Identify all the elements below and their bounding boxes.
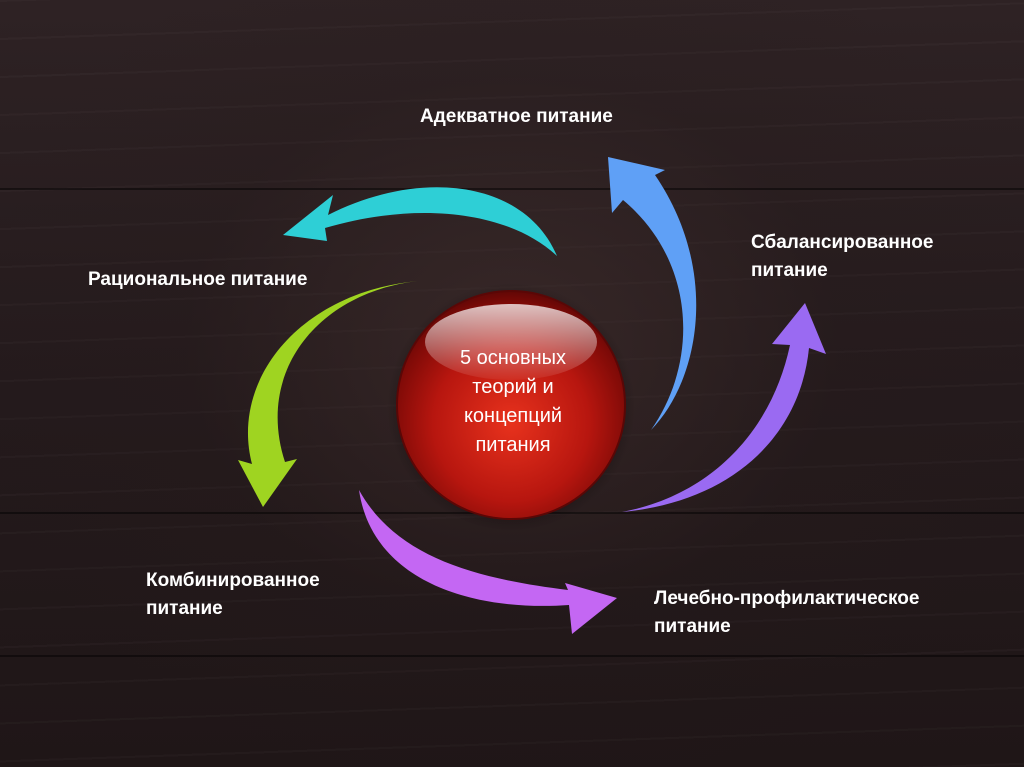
label-combined-line-1: Комбинированное — [146, 570, 320, 591]
wood-plank-seam — [0, 655, 1024, 657]
cyan-curved-arrow — [283, 187, 557, 256]
label-rational-nutrition: Рациональное питание — [88, 269, 308, 290]
center-sphere-highlight — [425, 304, 597, 380]
wood-plank-seam — [0, 188, 1024, 190]
green-curved-arrow — [238, 281, 418, 507]
center-title-line-2: теорий и — [472, 376, 554, 398]
center-title-line-4: питания — [475, 434, 551, 456]
label-therapeutic-nutrition: Лечебно-профилактическое питание — [654, 585, 919, 641]
label-balanced-nutrition: Сбалансированное питание — [751, 229, 933, 285]
label-therapeutic-line-1: Лечебно-профилактическое — [654, 588, 920, 609]
label-therapeutic-line-2: питание — [654, 616, 731, 637]
blue-curved-arrow — [608, 157, 697, 430]
center-title: 5 основных теорий и концепций питания — [420, 344, 606, 460]
label-adequate-nutrition: Адекватное питание — [420, 106, 613, 127]
label-balanced-line-1: Сбалансированное — [751, 232, 934, 253]
label-combined-nutrition: Комбинированное питание — [146, 567, 320, 623]
magenta-curved-arrow — [359, 490, 617, 634]
center-title-line-3: концепций — [463, 405, 563, 427]
label-balanced-line-2: питание — [751, 260, 828, 281]
purple-curved-arrow — [622, 303, 826, 512]
label-combined-line-2: питание — [146, 598, 223, 619]
center-title-line-1: 5 основных — [459, 347, 566, 369]
